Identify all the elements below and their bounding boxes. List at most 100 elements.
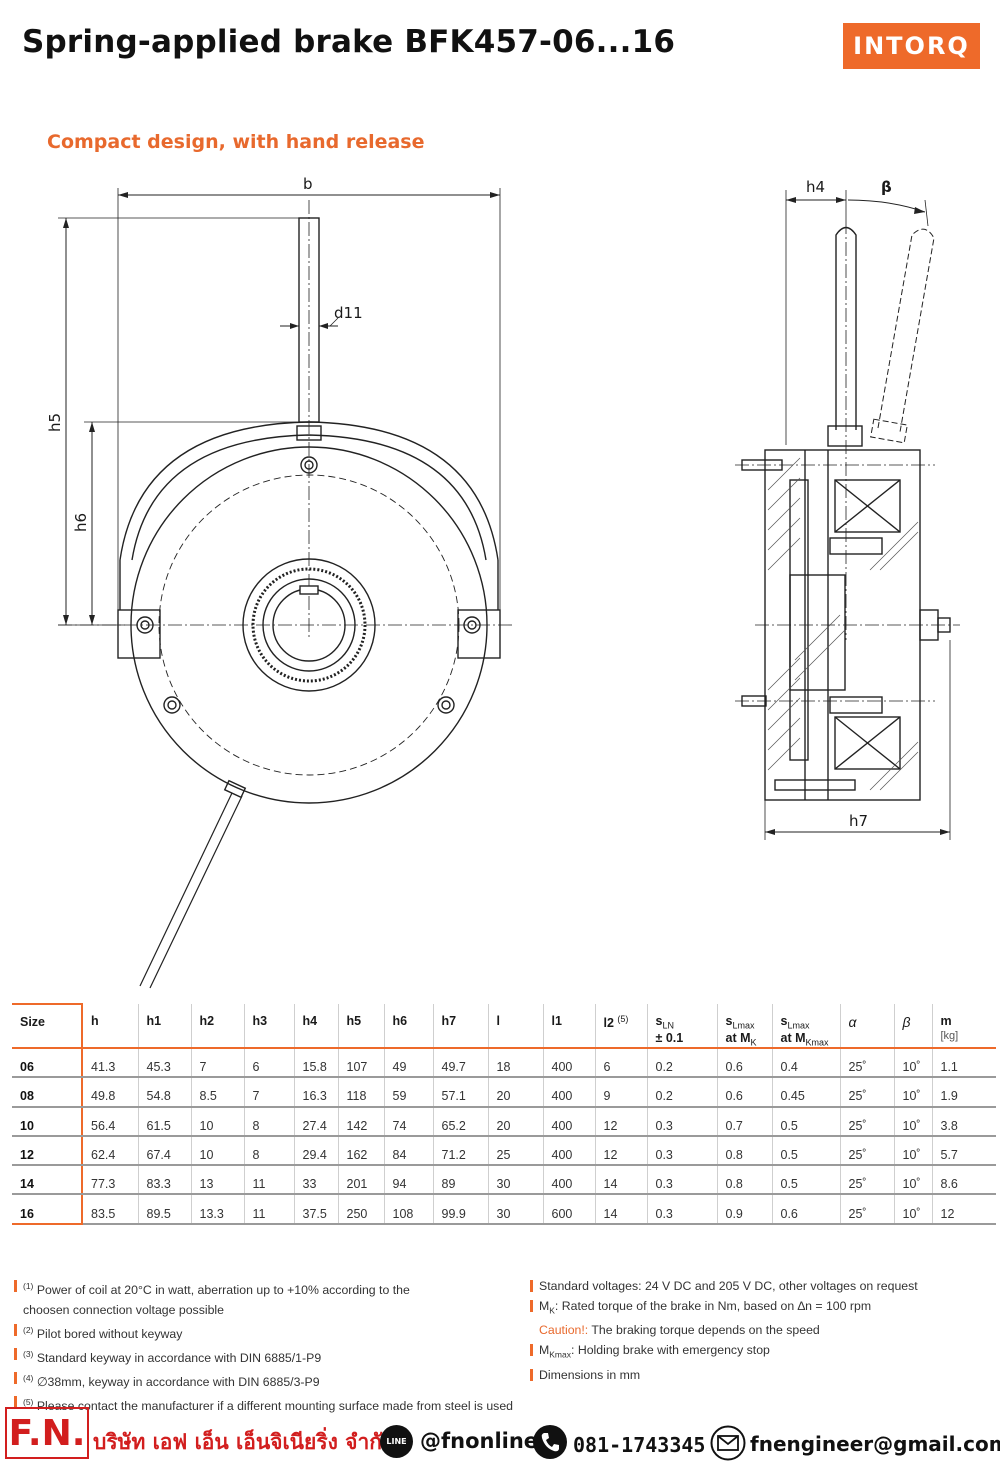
value-cell: 89.5: [137, 1194, 191, 1225]
col-h: h: [81, 1004, 138, 1049]
table-header-row: Size h h1 h2 h3 h4 h5 h6 h7 l l1 l2 (5) …: [12, 1003, 996, 1049]
value-cell: 0.6: [716, 1077, 772, 1108]
label-beta: β: [881, 178, 892, 196]
value-cell: 13: [190, 1165, 244, 1196]
size-cell: 12: [12, 1135, 83, 1167]
note-mkmax: MKmax: Holding brake with emergency stop: [530, 1340, 990, 1364]
col-h6: h6: [383, 1004, 433, 1049]
footnote-2: (2) Pilot bored without keyway: [14, 1320, 514, 1344]
value-cell: 3.8: [931, 1106, 996, 1137]
email-address[interactable]: fnengineer@gmail.com: [750, 1432, 1000, 1456]
label-b: b: [303, 175, 313, 193]
size-cell: 06: [12, 1048, 83, 1079]
contact-footer: F.N. บริษัท เอฟ เอ็น เอ็นจิเนียริ่ง จำกั…: [0, 1404, 1000, 1469]
value-cell: 10˚: [893, 1077, 932, 1108]
value-cell: 9: [594, 1077, 647, 1108]
value-cell: 0.6: [771, 1194, 840, 1225]
value-cell: 0.4: [771, 1048, 840, 1079]
value-cell: 77.3: [81, 1165, 138, 1196]
company-name: บริษัท เอฟ เอ็น เอ็นจิเนียริ่ง จำกัด: [93, 1430, 396, 1454]
value-cell: 0.8: [716, 1135, 772, 1167]
value-cell: 7: [190, 1048, 244, 1079]
value-cell: 49: [383, 1048, 433, 1079]
value-cell: 8: [243, 1135, 294, 1167]
value-cell: 11: [243, 1165, 294, 1196]
value-cell: 94: [383, 1165, 433, 1196]
value-cell: 12: [931, 1194, 996, 1225]
value-cell: 7: [243, 1077, 294, 1108]
col-l: l: [487, 1004, 543, 1049]
value-cell: 18: [487, 1048, 543, 1079]
note-mk: MK: Rated torque of the brake in Nm, bas…: [530, 1296, 990, 1320]
value-cell: 74: [383, 1106, 433, 1137]
value-cell: 65.2: [432, 1106, 488, 1137]
line-icon: LINE: [380, 1425, 413, 1458]
size-cell: 08: [12, 1077, 83, 1108]
value-cell: 400: [542, 1135, 595, 1167]
phone-icon: [533, 1425, 567, 1459]
col-h1: h1: [137, 1004, 191, 1049]
footnote-1-cont: choosen connection voltage possible: [23, 1303, 224, 1318]
value-cell: 108: [383, 1194, 433, 1225]
value-cell: 25˚: [839, 1135, 894, 1167]
value-cell: 8.5: [190, 1077, 244, 1108]
footnote-4: (4) ∅38mm, keyway in accordance with DIN…: [14, 1368, 514, 1392]
value-cell: 142: [337, 1106, 384, 1137]
line-id[interactable]: @fnonline: [420, 1429, 539, 1453]
phone-number[interactable]: 081-1743345: [573, 1433, 706, 1457]
col-l1: l1: [542, 1004, 595, 1049]
dimensions-table: Size h h1 h2 h3 h4 h5 h6 h7 l l1 l2 (5) …: [12, 1003, 996, 1225]
col-h7: h7: [432, 1004, 488, 1049]
value-cell: 25˚: [839, 1165, 894, 1196]
value-cell: 20: [487, 1106, 543, 1137]
value-cell: 0.7: [716, 1106, 772, 1137]
note-voltages: Standard voltages: 24 V DC and 205 V DC,…: [530, 1276, 990, 1296]
value-cell: 0.2: [646, 1077, 717, 1108]
col-size: Size: [12, 1003, 83, 1049]
value-cell: 250: [337, 1194, 384, 1225]
value-cell: 14: [594, 1165, 647, 1196]
value-cell: 25˚: [839, 1048, 894, 1079]
value-cell: 5.7: [931, 1135, 996, 1167]
value-cell: 6: [594, 1048, 647, 1079]
value-cell: 30: [487, 1165, 543, 1196]
fn-logo: F.N.: [5, 1407, 89, 1459]
label-h4: h4: [806, 178, 825, 196]
value-cell: 25˚: [839, 1194, 894, 1225]
footnotes-left: (1) Power of coil at 20°C in watt, aberr…: [14, 1276, 514, 1416]
footnote-5: (5) Please contact the manufacturer if a…: [14, 1392, 514, 1416]
value-cell: 10˚: [893, 1106, 932, 1137]
value-cell: 25: [487, 1135, 543, 1167]
footnote-3: (3) Standard keyway in accordance with D…: [14, 1344, 514, 1368]
value-cell: 400: [542, 1077, 595, 1108]
value-cell: 29.4: [293, 1135, 338, 1167]
col-m: m[kg]: [931, 1004, 996, 1049]
value-cell: 27.4: [293, 1106, 338, 1137]
col-h5: h5: [337, 1004, 384, 1049]
value-cell: 0.5: [771, 1106, 840, 1137]
value-cell: 99.9: [432, 1194, 488, 1225]
value-cell: 1.1: [931, 1048, 996, 1079]
value-cell: 400: [542, 1106, 595, 1137]
value-cell: 10˚: [893, 1165, 932, 1196]
value-cell: 107: [337, 1048, 384, 1079]
col-sln: sLN± 0.1: [646, 1004, 717, 1049]
value-cell: 49.7: [432, 1048, 488, 1079]
value-cell: 8: [243, 1106, 294, 1137]
value-cell: 20: [487, 1077, 543, 1108]
value-cell: 30: [487, 1194, 543, 1225]
value-cell: 118: [337, 1077, 384, 1108]
page-title: Spring-applied brake BFK457-06...16: [22, 24, 676, 60]
value-cell: 33: [293, 1165, 338, 1196]
value-cell: 56.4: [81, 1106, 138, 1137]
value-cell: 83.3: [137, 1165, 191, 1196]
value-cell: 14: [594, 1194, 647, 1225]
value-cell: 1.9: [931, 1077, 996, 1108]
value-cell: 6: [243, 1048, 294, 1079]
size-cell: 10: [12, 1106, 83, 1137]
label-h6: h6: [72, 513, 90, 532]
value-cell: 57.1: [432, 1077, 488, 1108]
